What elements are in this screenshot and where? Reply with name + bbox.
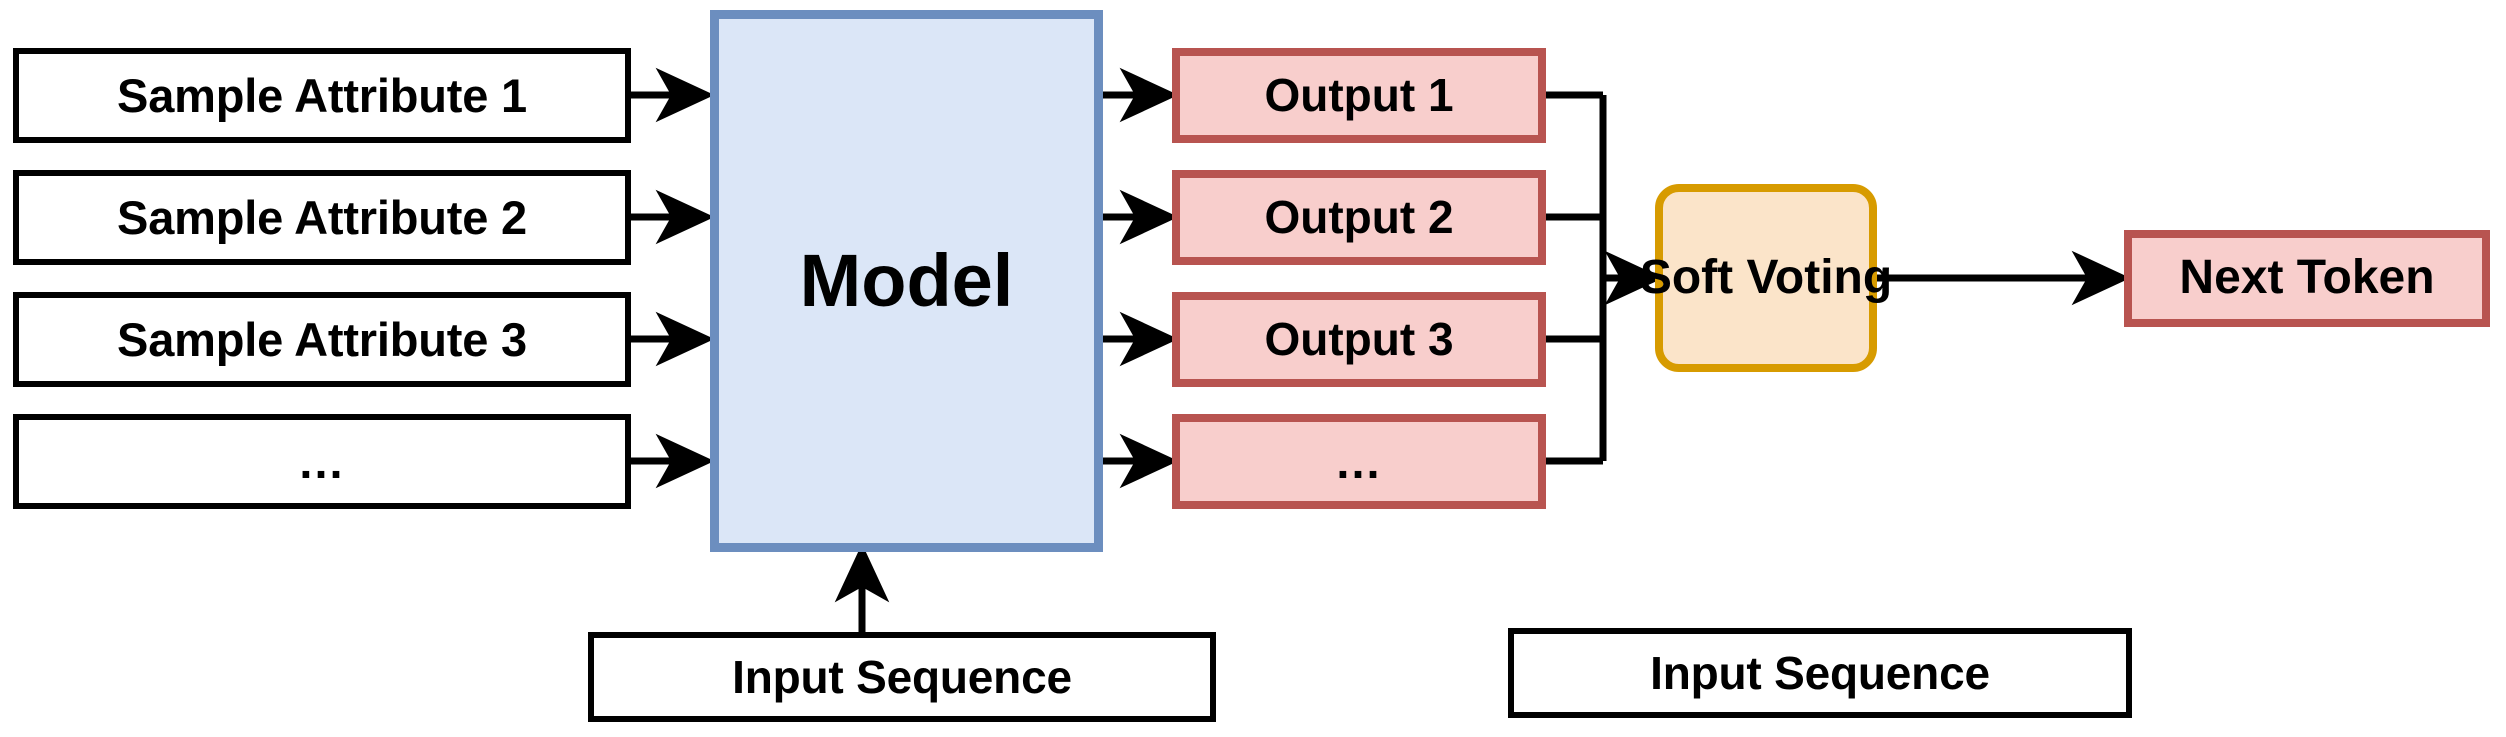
output-1-box[interactable]: Output 1 [1172, 48, 1546, 143]
sample-attribute-3-label: Sample Attribute 3 [117, 312, 527, 366]
sample-attribute-1-box[interactable]: Sample Attribute 1 [13, 48, 631, 143]
model-label: Model [799, 239, 1014, 323]
input-sequence-right-box[interactable]: Input Sequence [1508, 628, 2132, 718]
input-sequence-right-label: Input Sequence [1650, 646, 1990, 699]
input-sequence-left-label: Input Sequence [732, 650, 1072, 703]
sample-attribute-1-label: Sample Attribute 1 [117, 68, 527, 122]
sample-attribute-2-label: Sample Attribute 2 [117, 190, 527, 244]
sample-attribute-more-label: ... [299, 434, 345, 488]
sample-attribute-3-box[interactable]: Sample Attribute 3 [13, 292, 631, 387]
model-to-output-arrows [1103, 67, 1179, 489]
sample-attribute-2-box[interactable]: Sample Attribute 2 [13, 170, 631, 265]
soft-voting-box[interactable]: Soft Voting [1640, 184, 1892, 372]
input-sequence-left-box[interactable]: Input Sequence [588, 632, 1216, 722]
soft-voting-label: Soft Voting [1639, 250, 1893, 304]
sample-attribute-more-box[interactable]: ... [13, 414, 631, 509]
attribute-to-model-arrows [631, 67, 715, 489]
next-token-box[interactable]: Next Token [2124, 230, 2490, 327]
output-more-label: ... [1336, 434, 1382, 488]
model-box[interactable]: Model [710, 10, 1103, 552]
output-bus-lines [1546, 91, 1607, 465]
output-1-label: Output 1 [1264, 69, 1454, 122]
next-token-label: Next Token [2179, 251, 2435, 305]
output-3-label: Output 3 [1264, 313, 1454, 366]
output-2-label: Output 2 [1264, 191, 1454, 244]
output-3-box[interactable]: Output 3 [1172, 292, 1546, 387]
output-2-box[interactable]: Output 2 [1172, 170, 1546, 265]
output-more-box[interactable]: ... [1172, 414, 1546, 509]
